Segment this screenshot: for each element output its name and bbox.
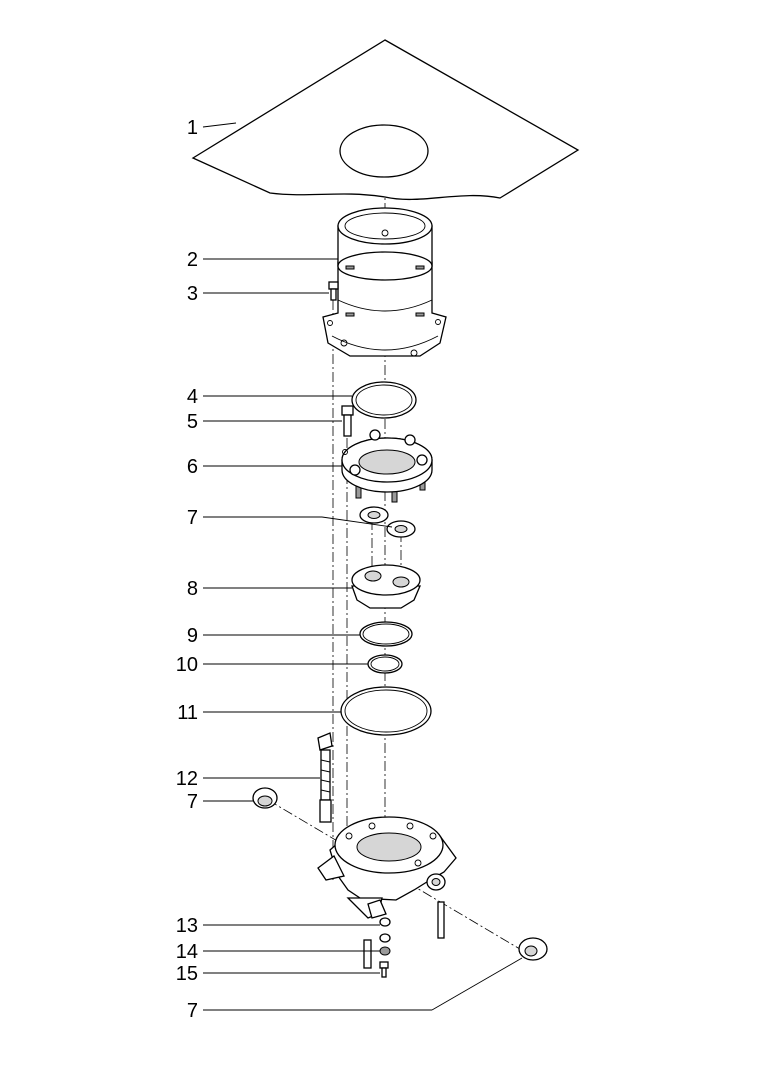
- callout-labels: 1 2 3 4 5 6 7 8 9 10 11 12 7 13 14 15 7: [176, 117, 198, 1022]
- part-2-housing: [322, 207, 447, 357]
- part-9-o-ring: [359, 621, 413, 647]
- part-1-flashing-sheet: [191, 39, 580, 201]
- callout-9: 9: [187, 625, 198, 647]
- part-10-small-o-ring: [367, 654, 403, 674]
- callout-7-left: 7: [187, 791, 198, 813]
- part-7-grommets-upper: [359, 506, 416, 538]
- callout-3: 3: [187, 283, 198, 305]
- callout-15: 15: [176, 963, 198, 985]
- lower-anchor-left: [363, 939, 372, 969]
- part-3-screw: [328, 281, 339, 301]
- part-5-screw: [341, 405, 354, 437]
- leader-lines: [202, 122, 523, 1011]
- callout-7-upper: 7: [187, 507, 198, 529]
- base-housing: [317, 816, 457, 939]
- callout-1: 1: [187, 117, 198, 139]
- callout-5: 5: [187, 411, 198, 433]
- part-15-screw: [379, 961, 389, 978]
- callout-6: 6: [187, 456, 198, 478]
- part-7-grommet-right: [518, 937, 548, 961]
- callout-11: 11: [177, 702, 198, 724]
- part-6-flange-ring: [341, 429, 433, 503]
- callout-13: 13: [176, 915, 198, 937]
- part-13-washer: [379, 917, 391, 943]
- part-7-grommet-left: [252, 787, 278, 809]
- callout-14: 14: [176, 941, 198, 963]
- callout-12: 12: [176, 768, 198, 790]
- callout-2: 2: [187, 249, 198, 271]
- part-11-large-o-ring: [340, 686, 432, 736]
- callout-10: 10: [176, 654, 198, 676]
- part-8-gland-insert: [351, 564, 421, 609]
- part-4-o-ring: [351, 381, 417, 419]
- callout-8: 8: [187, 578, 198, 600]
- part-14-nut: [379, 946, 391, 956]
- callout-7-lower: 7: [187, 1000, 198, 1022]
- callout-4: 4: [187, 386, 198, 408]
- part-12-anchor-bolt: [317, 732, 333, 823]
